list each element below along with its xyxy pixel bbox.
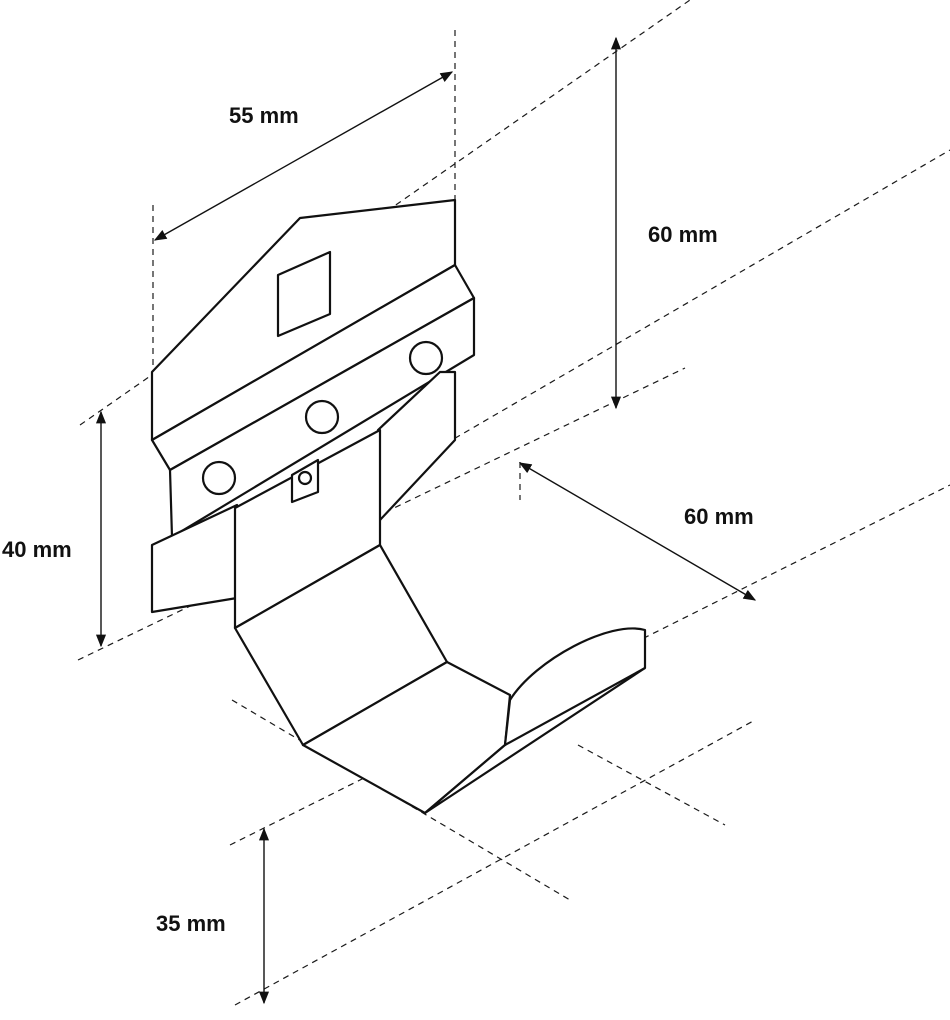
- dimension-label-55mm: 55 mm: [229, 103, 299, 128]
- dimension-label-60mm-height: 60 mm: [648, 222, 718, 247]
- dimension-label-40mm: 40 mm: [2, 537, 72, 562]
- dimension-lines: [95, 36, 757, 1005]
- rail-hole-1: [408, 340, 444, 376]
- dimline-60-depth: [518, 462, 757, 601]
- dimension-label-35mm: 35 mm: [156, 911, 226, 936]
- dimension-label-60mm-depth: 60 mm: [684, 504, 754, 529]
- cradle-lip: [423, 627, 647, 815]
- rail-hole-3: [201, 460, 237, 496]
- bracket-part: [150, 198, 647, 815]
- ext-line-depth-back: [159, 149, 950, 611]
- rail-hole-2: [304, 399, 340, 435]
- dimline-55: [153, 71, 454, 241]
- mid-body: [376, 370, 457, 522]
- notch-hole: [297, 470, 313, 486]
- mounting-square: [276, 250, 332, 338]
